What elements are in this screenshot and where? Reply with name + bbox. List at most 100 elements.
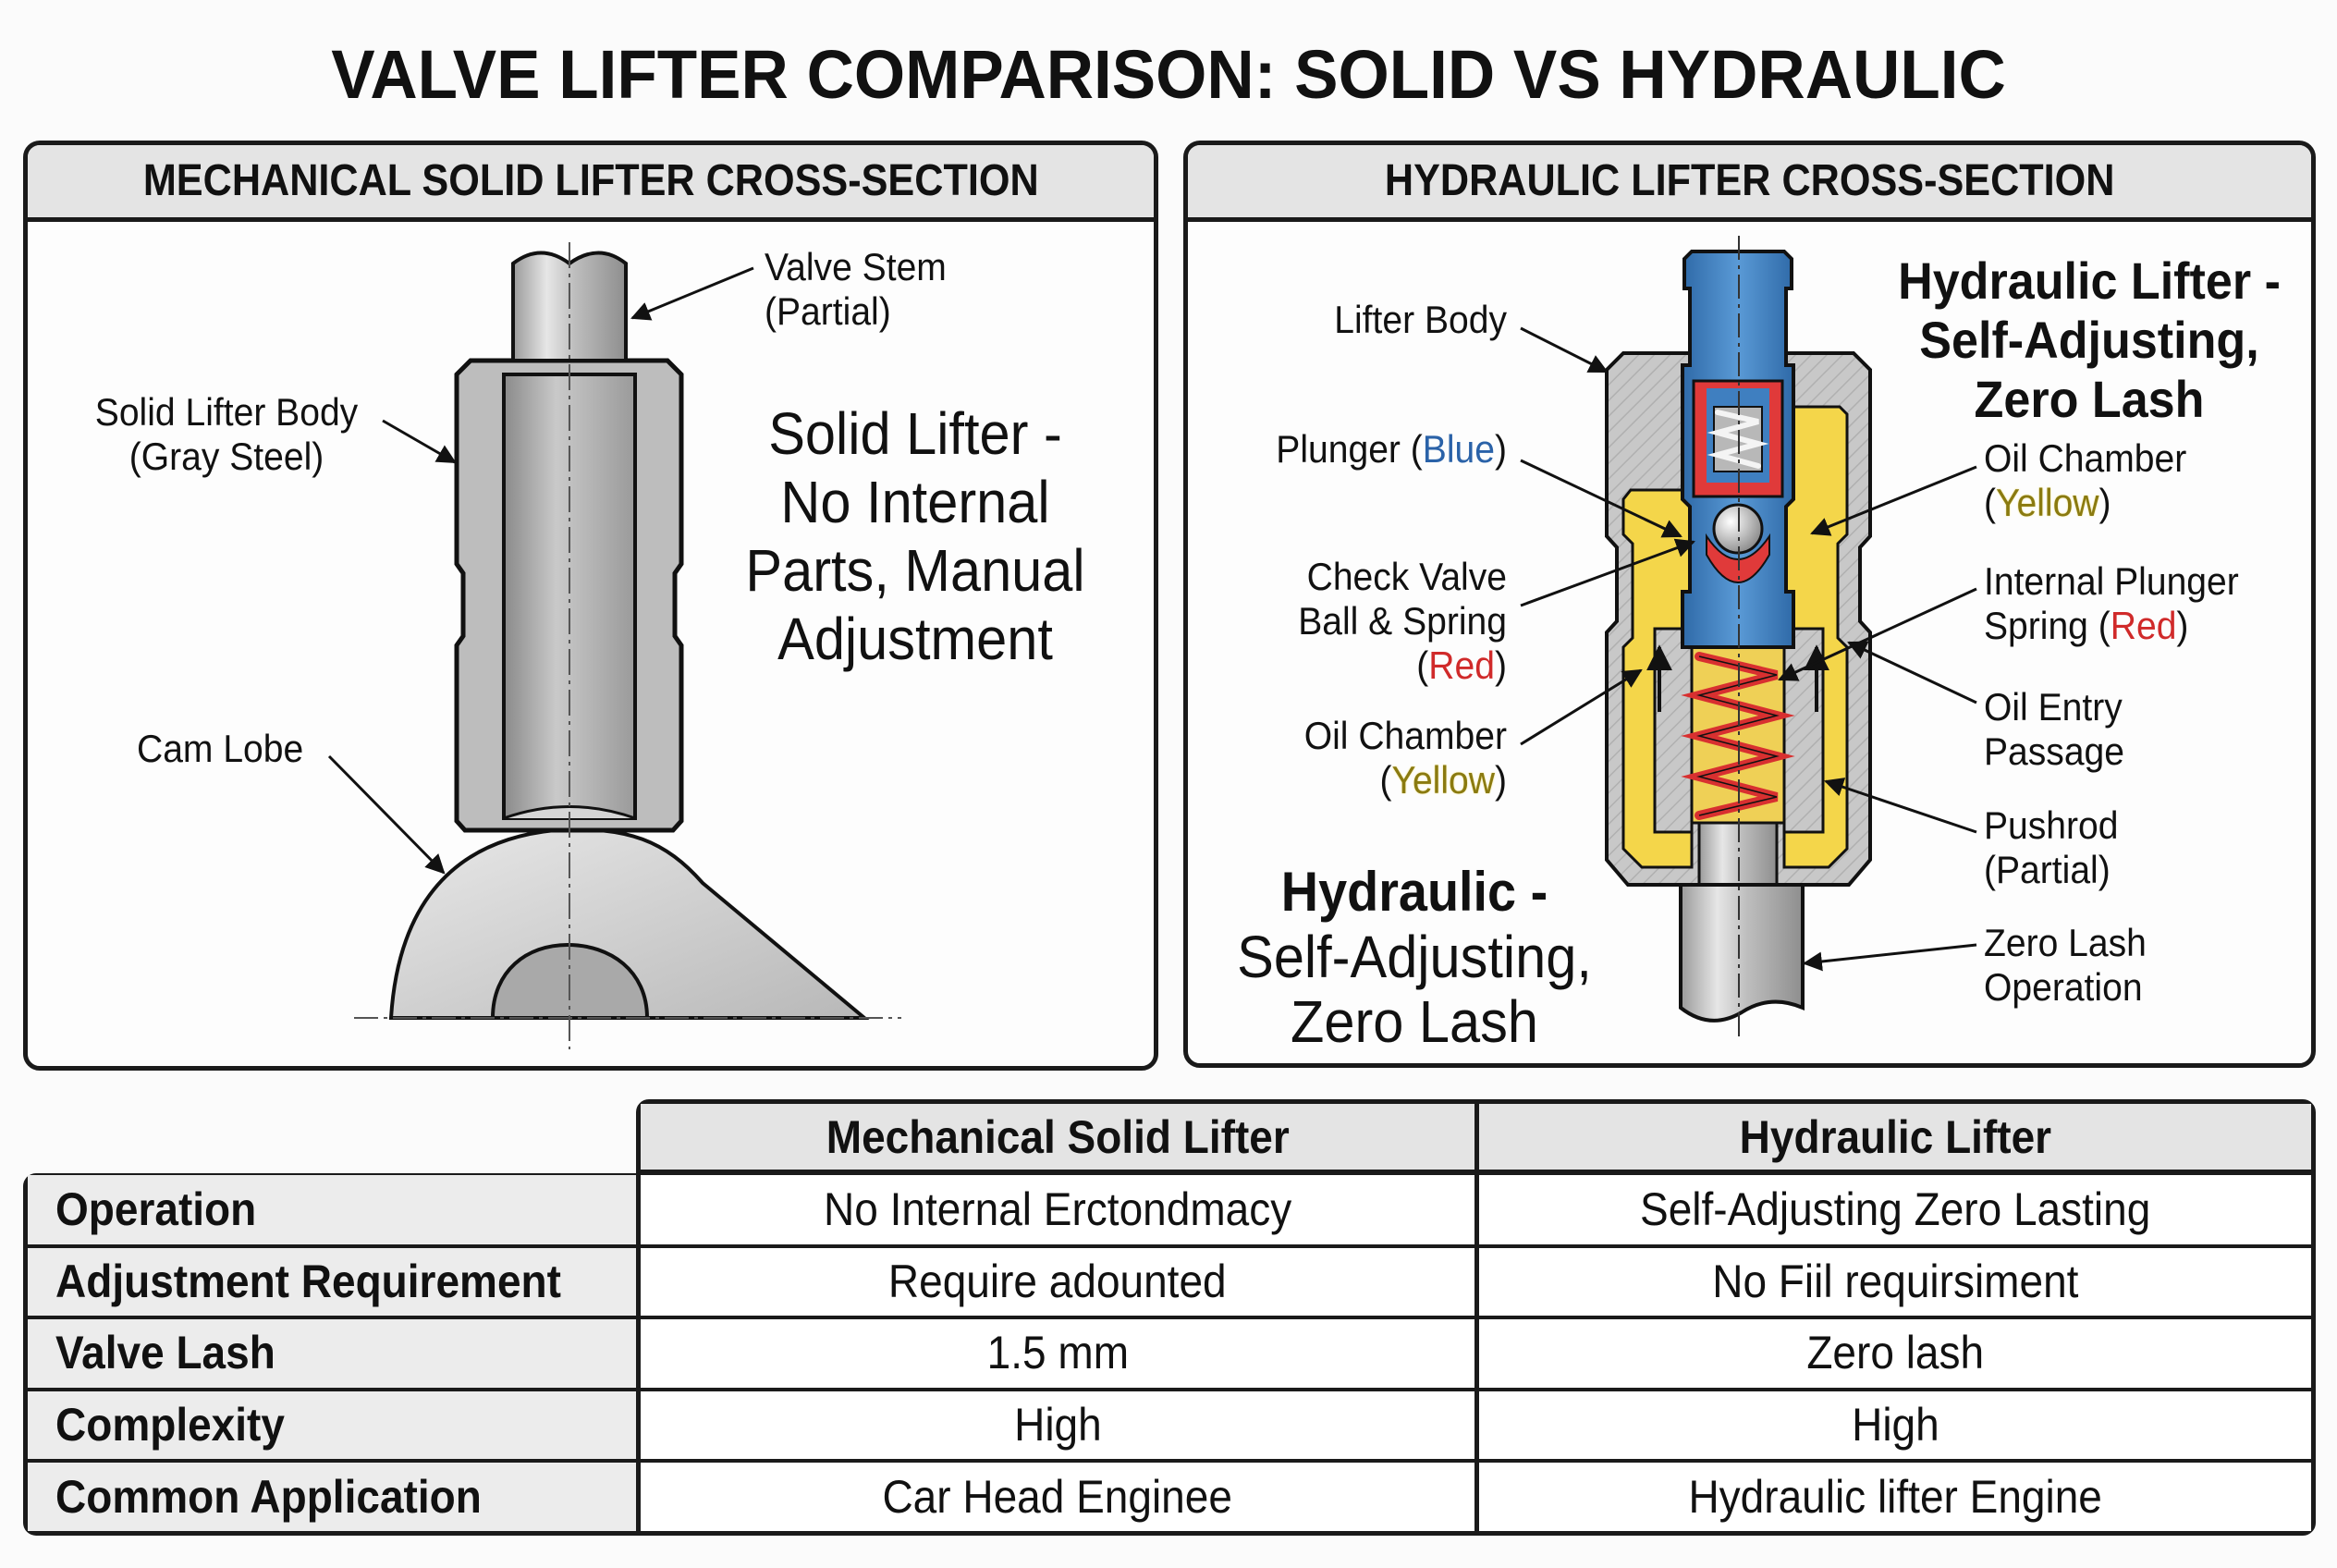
table-cell-solid: Require adounted xyxy=(641,1246,1474,1317)
solid-body-label: Solid Lifter Body (Gray Steel) xyxy=(67,390,385,479)
table-row-label: Common Application xyxy=(28,1462,636,1531)
hydraulic-panel-header-text: HYDRAULIC LIFTER CROSS-SECTION xyxy=(1384,156,2115,205)
table-row-label: Valve Lash xyxy=(28,1318,636,1388)
zero-lash-line2: Operation xyxy=(1984,965,2143,1009)
table-cell-hydraulic: High xyxy=(1479,1390,2311,1460)
table-cell-solid-text: High xyxy=(1013,1399,1102,1452)
oil-chamber-left-leader xyxy=(1520,668,1643,746)
pushrod-leader xyxy=(1824,778,1977,834)
table-header-divider xyxy=(636,1170,2316,1175)
plunger-leader xyxy=(1520,459,1682,538)
table-header-hydraulic-text: Hydraulic Lifter xyxy=(1739,1111,2051,1163)
oil-chamber-right-line2: (Yellow) xyxy=(1984,481,2186,525)
table-cell-solid: 1.5 mm xyxy=(641,1318,1474,1388)
table-cell-hydraulic-text: Self-Adjusting Zero Lasting xyxy=(1639,1183,2151,1236)
check-valve-label: Check Valve Ball & Spring (Red) xyxy=(1223,555,1507,688)
hydraulic-title: Hydraulic Lifter - Self-Adjusting, Zero … xyxy=(1883,251,2295,429)
hydraulic-title-line1: Hydraulic Lifter - xyxy=(1898,251,2281,310)
table-header-solid: Mechanical Solid Lifter xyxy=(641,1104,1474,1170)
oil-chamber-right-leader xyxy=(1810,465,1977,536)
solid-caption-line1: Solid Lifter - xyxy=(768,400,1062,467)
paren: ) xyxy=(2098,481,2111,524)
table-cell-hydraulic: Hydraulic lifter Engine xyxy=(1479,1462,2311,1531)
cam-lobe-label: Cam Lobe xyxy=(137,727,304,770)
hydraulic-caption: Hydraulic - Self-Adjusting, Zero Lash xyxy=(1217,860,1612,1054)
table-cell-hydraulic: Self-Adjusting Zero Lasting xyxy=(1479,1175,2311,1244)
oil-entry-line1: Oil Entry xyxy=(1984,685,2123,729)
zero-lash-line1: Zero Lash xyxy=(1984,921,2147,964)
internal-spring-line2: Spring (Red) xyxy=(1984,604,2239,648)
zero-lash-leader xyxy=(1802,943,1977,972)
plunger-label: Plunger (Blue) xyxy=(1223,427,1507,472)
paren: ( xyxy=(1984,481,1997,524)
check-valve-leader xyxy=(1520,538,1695,607)
paren: ( xyxy=(1416,643,1429,687)
table-row-divider xyxy=(23,1387,2316,1391)
table-row-label-text: Operation xyxy=(55,1183,257,1236)
hydraulic-caption-line1: Hydraulic - xyxy=(1280,861,1548,923)
table-row-label: Operation xyxy=(28,1175,636,1244)
zero-lash-label: Zero Lash Operation xyxy=(1984,921,2147,1010)
oil-chamber-right-label: Oil Chamber (Yellow) xyxy=(1984,436,2186,525)
oil-chamber-left-line1: Oil Chamber xyxy=(1303,714,1507,757)
table-cell-hydraulic-text: No Fiil requirsiment xyxy=(1711,1255,2079,1307)
internal-spring-leader xyxy=(1778,587,1977,681)
table-cell-hydraulic: No Fiil requirsiment xyxy=(1479,1246,2311,1317)
hydraulic-title-line2: Self-Adjusting, xyxy=(1919,311,2259,369)
solid-caption: Solid Lifter - No Internal Parts, Manual… xyxy=(717,399,1113,673)
cam-lobe-leader xyxy=(327,754,446,875)
table-row-label-text: Common Application xyxy=(55,1470,482,1523)
solid-panel-header-text: MECHANICAL SOLID LIFTER CROSS-SECTION xyxy=(142,156,1039,205)
solid-body-label-line2: (Gray Steel) xyxy=(128,435,324,478)
table-cell-hydraulic-text: High xyxy=(1851,1399,1939,1452)
table-cell-solid-text: No Internal Erctondmacy xyxy=(823,1183,1292,1236)
check-valve-label-line1: Check Valve xyxy=(1306,555,1507,598)
solid-panel-header: MECHANICAL SOLID LIFTER CROSS-SECTION xyxy=(28,145,1154,222)
pushrod-label: Pushrod (Partial) xyxy=(1984,803,2118,892)
oil-entry-leader xyxy=(1847,641,1977,704)
paren: ) xyxy=(1494,643,1507,687)
table-row-label: Adjustment Requirement xyxy=(28,1246,636,1317)
oil-chamber-right-line1: Oil Chamber xyxy=(1984,436,2187,480)
table-cell-solid: High xyxy=(641,1390,1474,1460)
table-cell-solid: Car Head Enginee xyxy=(641,1462,1474,1531)
table-row-label-text: Complexity xyxy=(55,1399,285,1452)
table-header-hydraulic: Hydraulic Lifter xyxy=(1479,1104,2311,1170)
hydraulic-panel-header: HYDRAULIC LIFTER CROSS-SECTION xyxy=(1188,145,2311,222)
oil-entry-label: Oil Entry Passage xyxy=(1984,685,2124,774)
lifter-body-leader-h xyxy=(1520,326,1609,374)
table-header-solid-text: Mechanical Solid Lifter xyxy=(826,1111,1290,1163)
solid-caption-line2: No Internal xyxy=(780,469,1050,535)
valve-stem-leader xyxy=(630,266,754,321)
table-cell-solid: No Internal Erctondmacy xyxy=(641,1175,1474,1244)
internal-spring-label: Internal Plunger Spring (Red) xyxy=(1984,559,2239,648)
pushrod xyxy=(1679,883,1805,1023)
paren: ) xyxy=(2176,604,2189,647)
paren: ) xyxy=(1494,427,1507,471)
table-col-divider-labels xyxy=(636,1170,641,1536)
oil-chamber-color-text: Yellow xyxy=(1391,758,1495,802)
solid-caption-line3: Parts, Manual xyxy=(745,537,1085,604)
table-col-divider xyxy=(1474,1099,1479,1536)
pushrod-line1: Pushrod xyxy=(1984,803,2119,847)
page-title: VALVE LIFTER COMPARISON: SOLID VS HYDRAU… xyxy=(331,36,2006,113)
internal-spring-text: Spring ( xyxy=(1984,604,2111,647)
oil-chamber-right-color: Yellow xyxy=(1996,481,2099,524)
table-row-label: Complexity xyxy=(28,1390,636,1460)
hyd-lifter-body-label: Lifter Body xyxy=(1334,298,1507,341)
hydraulic-title-line3: Zero Lash xyxy=(1974,370,2205,428)
internal-spring-color: Red xyxy=(2110,604,2177,647)
hydraulic-lifter-drawing xyxy=(1520,236,1977,1040)
table-row-label-text: Valve Lash xyxy=(55,1327,275,1379)
solid-lifter-drawing xyxy=(327,242,901,1049)
valve-stem-label-line2: (Partial) xyxy=(765,289,891,333)
table-cell-solid-text: Require adounted xyxy=(888,1255,1227,1307)
table-cell-hydraulic-text: Zero lash xyxy=(1806,1327,1984,1379)
table-row-divider xyxy=(23,1316,2316,1320)
hydraulic-caption-line3: Zero Lash xyxy=(1291,988,1538,1055)
table-row-divider xyxy=(23,1459,2316,1464)
pushrod-line2: (Partial) xyxy=(1984,848,2111,891)
table-cell-solid-text: 1.5 mm xyxy=(986,1327,1129,1379)
paren: ( xyxy=(1379,758,1392,802)
